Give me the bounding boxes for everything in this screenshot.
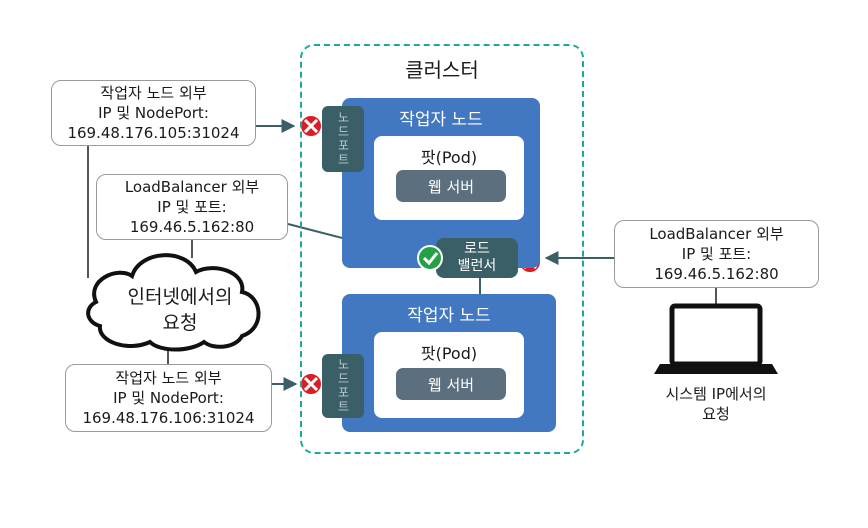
cluster-title: 클러스터 <box>405 58 479 82</box>
nodeport-bottom: 노드포트 <box>322 354 364 418</box>
nodeport-label: 노드포트 <box>336 358 350 414</box>
pod-title: 팟(Pod) <box>420 344 478 363</box>
web-server-bottom: 웹 서버 <box>396 368 506 400</box>
nodeport-label: 노드포트 <box>336 111 350 167</box>
load-balancer: 로드 밸런서 <box>436 238 518 278</box>
callout-line: 169.46.5.162:80 <box>129 218 255 236</box>
callout-line: 작업자 노드 외부 <box>100 84 207 102</box>
callout-line: 169.46.5.162:80 <box>654 265 779 283</box>
callout-line: IP 및 포트: <box>681 245 752 263</box>
callout-line: IP 및 NodePort: <box>98 104 209 122</box>
callout-line: IP 및 NodePort: <box>113 389 224 407</box>
system-line2: 요청 <box>702 405 730 423</box>
callout-line: 169.48.176.106:31024 <box>82 409 255 427</box>
load-balancer-line2: 밸런서 <box>457 258 497 274</box>
callout-nodeport-bottom: 작업자 노드 외부 IP 및 NodePort: 169.48.176.106:… <box>65 364 272 432</box>
laptop-icon <box>654 303 778 374</box>
callout-lb-left: LoadBalancer 외부 IP 및 포트: 169.46.5.162:80 <box>96 174 288 240</box>
callout-line: LoadBalancer 외부 <box>649 225 784 243</box>
callout-line: 작업자 노드 외부 <box>115 369 222 387</box>
callout-lb-right: LoadBalancer 외부 IP 및 포트: 169.46.5.162:80 <box>614 220 819 288</box>
worker-node-title: 작업자 노드 <box>399 110 483 130</box>
cloud-icon <box>86 253 261 352</box>
callout-line: LoadBalancer 외부 <box>124 178 260 196</box>
cluster-boundary <box>300 44 584 454</box>
pod-title: 팟(Pod) <box>420 148 478 167</box>
load-balancer-line1: 로드 <box>464 241 490 257</box>
callout-line: IP 및 포트: <box>157 198 227 216</box>
internet-request-label: 인터넷에서의 요청 <box>100 284 260 336</box>
blocked-icon-top <box>299 114 323 138</box>
callout-line: 169.48.176.105:31024 <box>67 124 240 142</box>
system-request-label: 시스템 IP에서의 요청 <box>636 384 796 424</box>
internet-line1: 인터넷에서의 <box>127 286 233 308</box>
worker-node-title: 작업자 노드 <box>407 306 491 326</box>
internet-line2: 요청 <box>162 312 198 334</box>
web-server-top: 웹 서버 <box>396 170 506 202</box>
nodeport-top: 노드포트 <box>322 106 364 172</box>
system-line1: 시스템 IP에서의 <box>665 385 767 403</box>
callout-nodeport-top: 작업자 노드 외부 IP 및 NodePort: 169.48.176.105:… <box>51 80 256 146</box>
